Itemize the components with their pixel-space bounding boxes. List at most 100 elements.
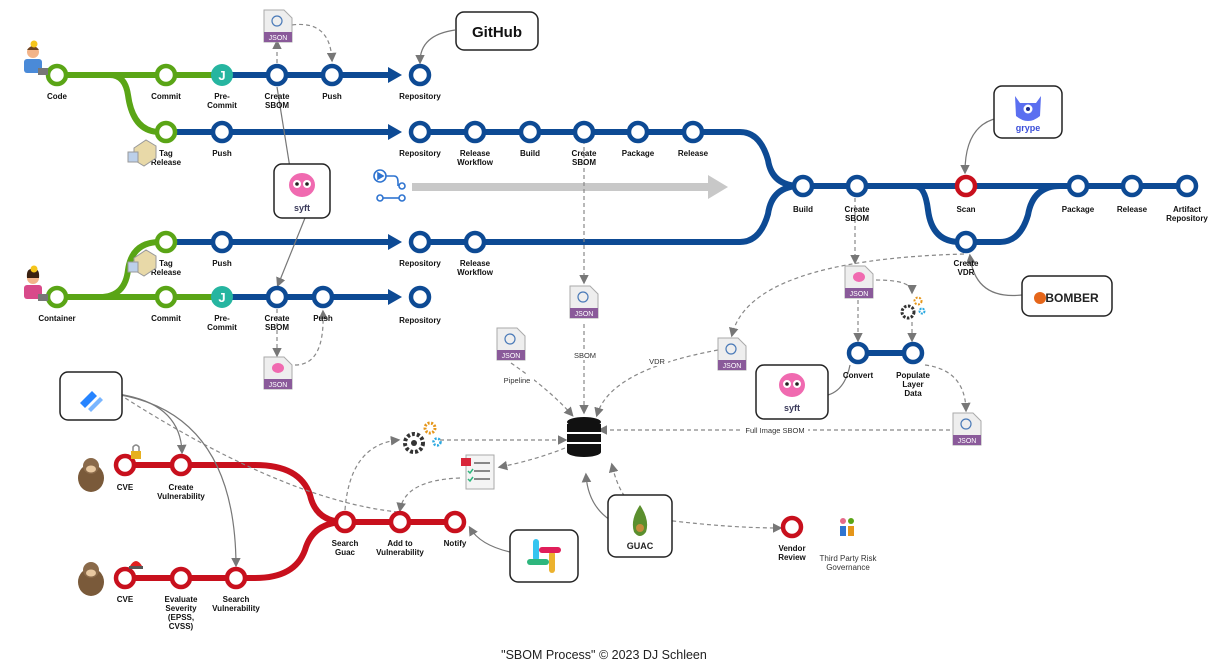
slack-box — [509, 529, 579, 583]
tag-icon — [127, 249, 157, 277]
node-search-vuln — [224, 566, 248, 590]
blue-pipelines — [163, 72, 1193, 356]
label-commit-1: Commit — [151, 92, 181, 101]
siren-icon — [129, 561, 143, 569]
node-commit-4 — [154, 285, 178, 309]
guac-box: GUAC — [607, 494, 673, 558]
svg-text:JSON: JSON — [958, 438, 977, 445]
label-push-3: Push — [212, 259, 232, 268]
label-build-2: Build — [520, 149, 540, 158]
label-build-main: Build — [793, 205, 813, 214]
edge-label-sbom: SBOM — [574, 351, 596, 360]
node-cve-2 — [113, 566, 137, 590]
guac-logo-text: GUAC — [627, 541, 654, 551]
node-populate-layer — [901, 341, 925, 365]
grype-icon — [1015, 96, 1041, 121]
node-release-workflow-3 — [463, 230, 487, 254]
red-pipelines — [122, 462, 458, 581]
json-file-icon: JSON — [952, 412, 982, 446]
label-convert: Convert — [843, 371, 874, 380]
node-build-2 — [518, 120, 542, 144]
lightbulb-icon — [30, 40, 38, 48]
node-push-1 — [320, 63, 344, 87]
syft-box-top: syft — [273, 163, 331, 219]
label-release-main: Release — [1117, 205, 1148, 214]
svg-text:J: J — [218, 68, 225, 83]
node-repository-2 — [408, 120, 432, 144]
bomber-logo-text: BOMBER — [1045, 291, 1099, 305]
node-search-guac — [333, 510, 357, 534]
label-container: Container — [38, 314, 75, 323]
sbom-process-diagram: J J — [24, 9, 1208, 631]
label-precommit-1: Pre-Commit — [207, 92, 237, 110]
node-release-2 — [681, 120, 705, 144]
label-push-1: Push — [322, 92, 342, 101]
syft-owl-icon — [779, 373, 805, 397]
json-file-icon: JSON — [263, 9, 293, 43]
node-create-sbom-main — [845, 174, 869, 198]
checklist-icon — [461, 454, 495, 490]
label-cve-1: CVE — [117, 483, 134, 492]
svg-text:JSON: JSON — [723, 363, 742, 370]
label-cve-2: CVE — [117, 595, 134, 604]
monkey-icon — [78, 458, 104, 492]
dashed-connectors — [102, 23, 971, 533]
node-create-vuln — [169, 453, 193, 477]
syft-logo-text: syft — [294, 203, 310, 213]
node-create-sbom-4 — [265, 285, 289, 309]
github-logo-text: GitHub — [472, 24, 522, 41]
label-notify: Notify — [444, 539, 467, 548]
ops-icon — [24, 268, 48, 301]
jira-icon — [80, 391, 103, 412]
node-repository-1 — [408, 63, 432, 87]
node-tag-release-1 — [154, 120, 178, 144]
green-pipeline-top — [54, 72, 225, 135]
grype-box: grype — [993, 85, 1063, 139]
label-repository-2: Repository — [399, 149, 441, 158]
label-precommit-4: Pre-Commit — [207, 314, 237, 332]
node-package-main — [1066, 174, 1090, 198]
label-scan: Scan — [956, 205, 975, 214]
org-icon — [840, 518, 854, 536]
node-add-to-vuln — [388, 510, 412, 534]
label-code: Code — [47, 92, 68, 101]
json-file-icon: JSON — [844, 265, 874, 299]
gear-icon — [900, 296, 926, 320]
json-file-icon: JSON — [263, 356, 293, 390]
edge-label-full-image-sbom: Full Image SBOM — [745, 426, 804, 435]
node-create-sbom-2 — [572, 120, 596, 144]
label-push-2: Push — [212, 149, 232, 158]
green-nodes — [45, 63, 178, 309]
node-convert — [846, 341, 870, 365]
json-file-icon: JSON — [569, 285, 599, 319]
edge-label-vdr: VDR — [649, 357, 665, 366]
node-push-4 — [311, 285, 335, 309]
node-code — [45, 63, 69, 87]
bomb-icon — [1034, 292, 1046, 304]
bomber-box: BOMBER — [1021, 275, 1113, 317]
svg-text:J: J — [218, 290, 225, 305]
github-actions-icon — [373, 169, 406, 202]
node-artifact-repo — [1175, 174, 1199, 198]
label-repository-1: Repository — [399, 92, 441, 101]
json-file-icon: JSON — [496, 327, 526, 361]
lightbulb-icon — [30, 265, 38, 273]
lock-icon — [131, 444, 141, 459]
node-tag-release-3 — [154, 230, 178, 254]
